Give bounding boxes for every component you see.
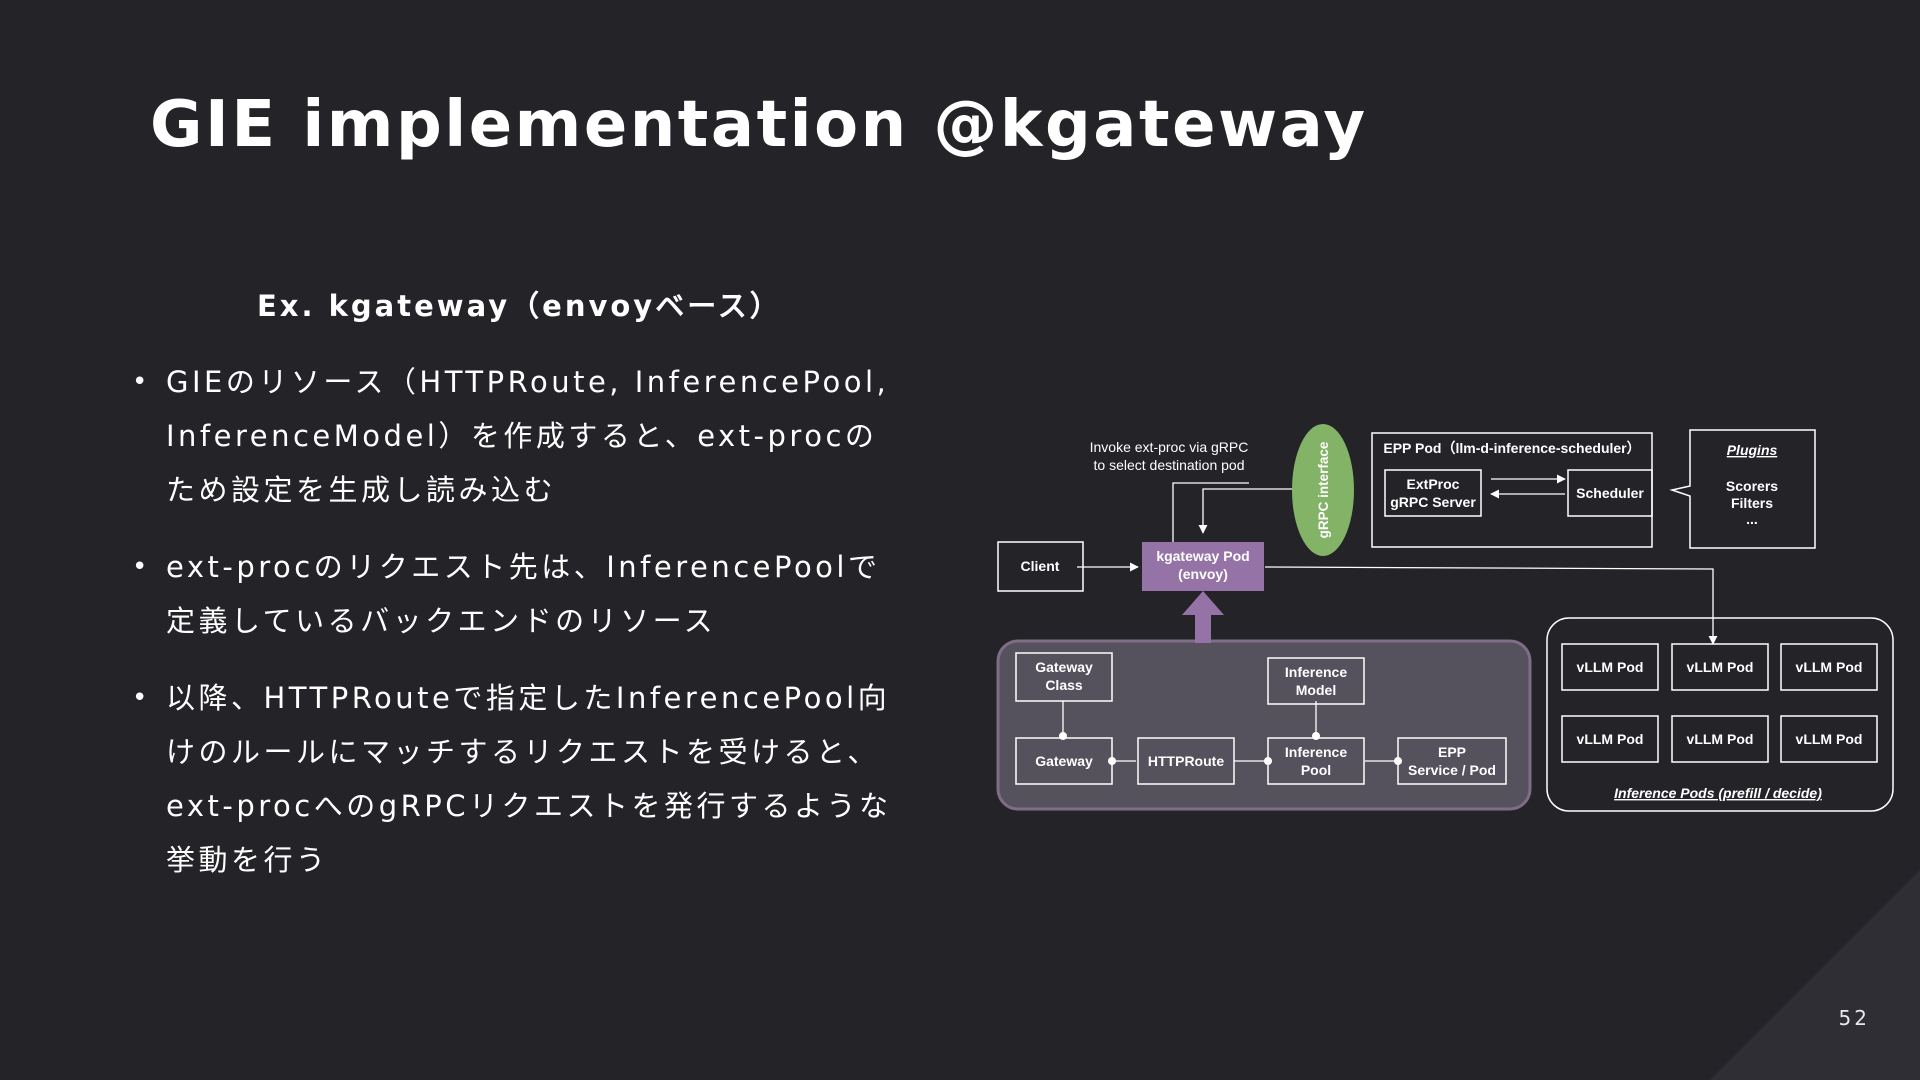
epp-service-node bbox=[1397, 737, 1507, 785]
client-node bbox=[997, 541, 1084, 592]
extproc-label-2: gRPC Server bbox=[1390, 494, 1476, 510]
vllm-pod-node bbox=[1780, 715, 1878, 763]
inference-model-label-2: Model bbox=[1296, 682, 1336, 698]
gateway-class-label-2: Class bbox=[1045, 677, 1083, 693]
gateway-label: Gateway bbox=[1035, 753, 1093, 769]
epp-service-label-1: EPP bbox=[1438, 744, 1466, 760]
plugins-callout bbox=[1669, 429, 1816, 549]
page-number: 52 bbox=[1838, 1006, 1870, 1030]
bullet-line: 定義しているバックエンドのリソース bbox=[166, 604, 717, 638]
vllm-pod-label: vLLM Pod bbox=[1796, 659, 1863, 675]
vllm-pod-node bbox=[1561, 643, 1659, 691]
vllm-pod-node bbox=[1671, 715, 1769, 763]
inference-pods-panel bbox=[1546, 617, 1894, 812]
gateway-class-label-1: Gateway bbox=[1035, 659, 1093, 675]
gateway-resources-panel bbox=[996, 639, 1532, 811]
vllm-pod-label: vLLM Pod bbox=[1796, 731, 1863, 747]
httproute-node bbox=[1137, 737, 1235, 785]
inference-pool-label-2: Pool bbox=[1301, 762, 1331, 778]
kgateway-pod-label-2: (envoy) bbox=[1178, 566, 1228, 582]
slide-subtitle: Ex. kgateway（envoyベース） bbox=[257, 289, 782, 323]
grpc-interface-label: gRPC interface bbox=[1316, 441, 1331, 538]
client-label: Client bbox=[1021, 558, 1060, 574]
scheduler-node bbox=[1567, 469, 1653, 517]
plugins-item: Filters bbox=[1731, 495, 1773, 511]
inference-model-label-1: Inference bbox=[1285, 664, 1347, 680]
bullet-line: 以降、HTTPRouteで指定したInferencePool向 bbox=[166, 681, 891, 715]
invoke-note-line-1: Invoke ext-proc via gRPC bbox=[1090, 439, 1249, 455]
bullet-line: GIEのリソース（HTTPRoute, InferencePool, bbox=[166, 365, 890, 399]
httproute-label: HTTPRoute bbox=[1148, 753, 1224, 769]
kgateway-pod-node bbox=[1142, 542, 1264, 591]
kgateway-pod-label-1: kgateway Pod bbox=[1156, 548, 1249, 564]
vllm-pod-node bbox=[1780, 643, 1878, 691]
extproc-label-1: ExtProc bbox=[1407, 476, 1460, 492]
scheduler-label: Scheduler bbox=[1576, 485, 1644, 501]
gateway-node bbox=[1015, 737, 1113, 785]
bullet-line: InferenceModel）を作成すると、ext-procの bbox=[166, 419, 878, 453]
vllm-pod-node bbox=[1561, 715, 1659, 763]
bullet-item-1: GIEのリソース（HTTPRoute, InferencePool, Infer… bbox=[130, 355, 930, 517]
epp-pod-title: EPP Pod（llm-d-inference-scheduler） bbox=[1383, 440, 1640, 456]
bullet-line: ext-procへのgRPCリクエストを発行するような bbox=[166, 789, 892, 823]
grpc-interface-node bbox=[1292, 424, 1354, 556]
inference-pool-node bbox=[1267, 737, 1365, 785]
architecture-diagram: Invoke ext-proc via gRPC to select desti… bbox=[996, 424, 1894, 812]
vllm-pod-label: vLLM Pod bbox=[1577, 731, 1644, 747]
vllm-pod-label: vLLM Pod bbox=[1687, 659, 1754, 675]
plugins-item: ... bbox=[1746, 511, 1758, 527]
bullet-line: けのルールにマッチするリクエストを受けると、 bbox=[166, 735, 880, 769]
inference-model-node bbox=[1267, 657, 1365, 705]
slide-title: GIE implementation @kgateway bbox=[150, 88, 1368, 162]
gateway-class-node bbox=[1015, 652, 1113, 702]
inference-pool-label-1: Inference bbox=[1285, 744, 1347, 760]
bullet-line: 挙動を行う bbox=[166, 843, 329, 877]
vllm-pod-label: vLLM Pod bbox=[1687, 731, 1754, 747]
bullet-list: GIEのリソース（HTTPRoute, InferencePool, Infer… bbox=[130, 355, 930, 910]
epp-service-label-2: Service / Pod bbox=[1408, 762, 1496, 778]
bullet-line: ext-procのリクエスト先は、InferencePoolで bbox=[166, 550, 881, 584]
extproc-node bbox=[1384, 469, 1482, 517]
bullet-item-2: ext-procのリクエスト先は、InferencePoolで 定義しているバッ… bbox=[130, 540, 930, 648]
bullet-line: ため設定を生成し読み込む bbox=[166, 473, 557, 507]
kgateway-uplink-arrow bbox=[1182, 591, 1224, 643]
invoke-note-line-2: to select destination pod bbox=[1094, 457, 1245, 473]
inference-pods-label: Inference Pods (prefill / decide) bbox=[1614, 785, 1822, 801]
vllm-pod-node bbox=[1671, 643, 1769, 691]
bullet-item-3: 以降、HTTPRouteで指定したInferencePool向 けのルールにマッ… bbox=[130, 671, 930, 887]
plugins-title: Plugins bbox=[1727, 442, 1778, 458]
vllm-pod-label: vLLM Pod bbox=[1577, 659, 1644, 675]
plugins-item: Scorers bbox=[1726, 478, 1778, 494]
